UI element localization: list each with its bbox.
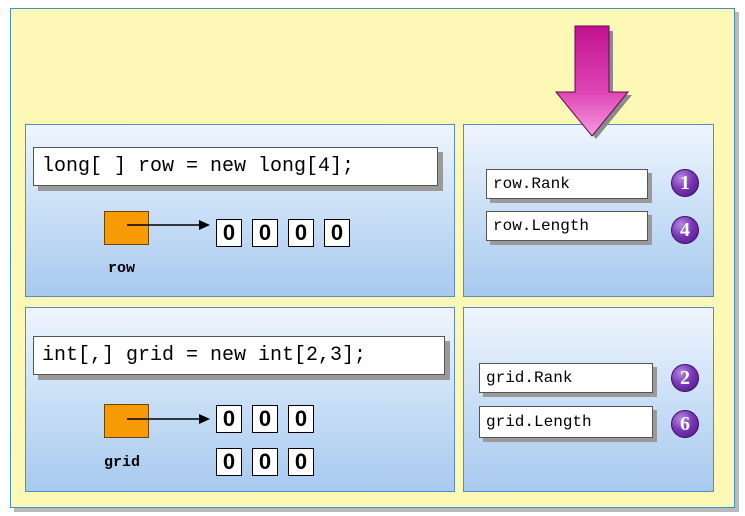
grid-reference-box bbox=[104, 404, 149, 438]
row-rank-value-badge: 1 bbox=[671, 169, 699, 197]
grid-length-value-badge: 6 bbox=[671, 410, 699, 438]
down-arrow-icon bbox=[554, 25, 632, 139]
row-variable-label: row bbox=[108, 260, 136, 277]
row-array-cell: 0 bbox=[252, 219, 278, 247]
grid-array-cell: 0 bbox=[288, 405, 314, 433]
row-reference-box bbox=[104, 211, 149, 245]
grid-array-cell: 0 bbox=[252, 405, 278, 433]
grid-array-cell: 0 bbox=[216, 405, 242, 433]
grid-length-property: grid.Length bbox=[479, 406, 653, 438]
grid-declaration-code: int[,] grid = new int[2,3]; bbox=[33, 336, 445, 375]
row-array-cell: 0 bbox=[288, 219, 314, 247]
grid-array-cell: 0 bbox=[252, 448, 278, 476]
grid-variable-label: grid bbox=[104, 454, 141, 471]
grid-array-cell: 0 bbox=[288, 448, 314, 476]
row-length-property: row.Length bbox=[486, 211, 648, 241]
pointer-arrow-icon bbox=[127, 414, 210, 424]
grid-rank-value-badge: 2 bbox=[671, 364, 699, 392]
grid-array-cell: 0 bbox=[216, 448, 242, 476]
grid-properties-panel bbox=[463, 307, 714, 492]
row-array-cell: 0 bbox=[216, 219, 242, 247]
row-length-value-badge: 4 bbox=[671, 216, 699, 244]
grid-rank-property: grid.Rank bbox=[479, 363, 653, 393]
pointer-arrow-icon bbox=[127, 220, 210, 230]
row-array-cell: 0 bbox=[324, 219, 350, 247]
row-rank-property: row.Rank bbox=[486, 169, 648, 199]
row-declaration-code: long[ ] row = new long[4]; bbox=[33, 147, 438, 186]
